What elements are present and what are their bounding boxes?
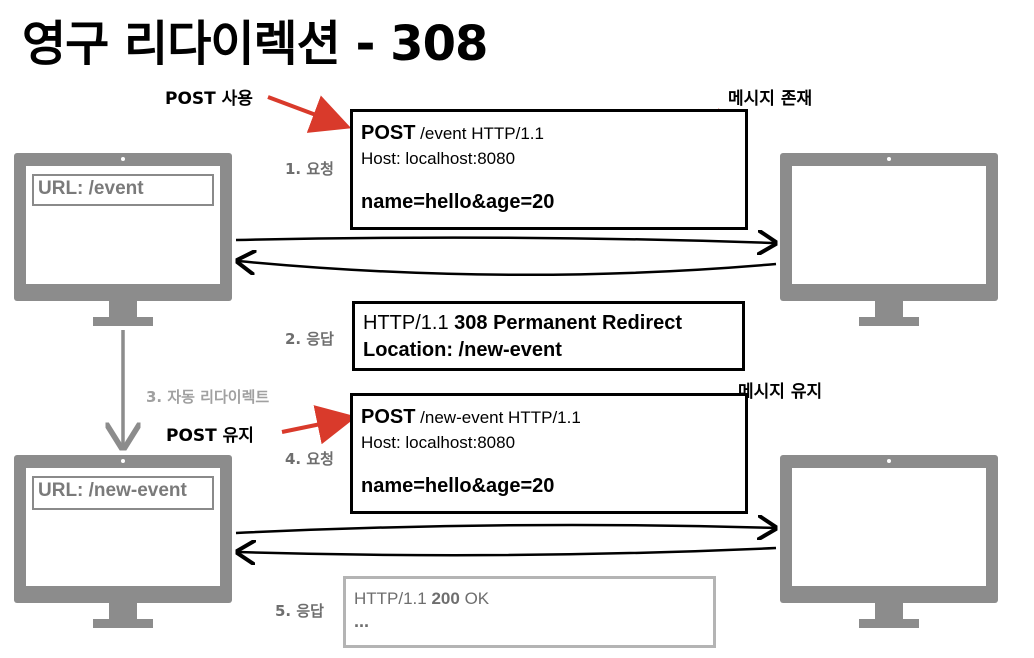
request-method-2: POST bbox=[361, 406, 416, 428]
request-body-1: name=hello&age=20 bbox=[361, 191, 555, 213]
response-ellipsis-2: ... bbox=[354, 611, 370, 631]
step-2-label: 2. 응답 bbox=[285, 330, 334, 348]
response-version-2: HTTP/1.1 bbox=[354, 589, 432, 608]
request-arrow-2 bbox=[235, 525, 775, 533]
url-bar-top: URL: /event bbox=[32, 174, 214, 206]
request-body-2: name=hello&age=20 bbox=[361, 475, 555, 497]
message-exists-label: 메시지 존재 bbox=[728, 89, 813, 109]
response-message-1: HTTP/1.1 308 Permanent Redirect Location… bbox=[352, 301, 745, 371]
server-monitor-bottom bbox=[780, 455, 998, 628]
page-title: 영구 리다이렉션 - 308 bbox=[22, 16, 488, 72]
request-message-1: POST /event HTTP/1.1 Host: localhost:808… bbox=[350, 109, 748, 230]
request-arrow-1 bbox=[235, 238, 775, 243]
request-path-1: /event HTTP/1.1 bbox=[415, 124, 544, 143]
request-path-2: /new-event HTTP/1.1 bbox=[415, 408, 581, 427]
post-use-label: POST 사용 bbox=[165, 89, 253, 109]
response-message-2: HTTP/1.1 200 OK ... bbox=[343, 576, 716, 648]
response-code-1: 308 Permanent Redirect bbox=[454, 312, 683, 334]
request-line-2: POST /new-event HTTP/1.1 bbox=[361, 406, 737, 429]
message-keep-label: 메시지 유지 bbox=[738, 382, 823, 402]
step-4-label: 4. 요청 bbox=[285, 450, 334, 468]
response-location-1: Location: /new-event bbox=[363, 339, 562, 361]
step-3-label: 3. 자동 리다이렉트 bbox=[146, 388, 270, 406]
request-host-2: Host: localhost:8080 bbox=[361, 433, 516, 452]
response-arrow-2 bbox=[238, 548, 777, 555]
request-line-1: POST /event HTTP/1.1 bbox=[361, 122, 737, 145]
request-method-1: POST bbox=[361, 122, 416, 144]
response-status-1: HTTP/1.1 308 Permanent Redirect bbox=[363, 312, 734, 335]
request-message-2: POST /new-event HTTP/1.1 Host: localhost… bbox=[350, 393, 748, 514]
response-reason-2: OK bbox=[459, 589, 490, 608]
request-host-1: Host: localhost:8080 bbox=[361, 149, 516, 168]
post-keep-arrow bbox=[281, 405, 357, 445]
step-1-label: 1. 요청 bbox=[285, 160, 334, 178]
response-version-1: HTTP/1.1 bbox=[363, 312, 455, 334]
url-bar-bottom: URL: /new-event bbox=[32, 476, 214, 510]
response-arrow-1 bbox=[238, 261, 777, 277]
server-monitor-top bbox=[780, 153, 998, 326]
response-code-2: 200 bbox=[431, 589, 460, 608]
post-use-arrow bbox=[267, 95, 352, 133]
post-keep-label: POST 유지 bbox=[166, 426, 254, 446]
step-5-label: 5. 응답 bbox=[275, 602, 324, 620]
response-status-2: HTTP/1.1 200 OK bbox=[354, 589, 705, 609]
